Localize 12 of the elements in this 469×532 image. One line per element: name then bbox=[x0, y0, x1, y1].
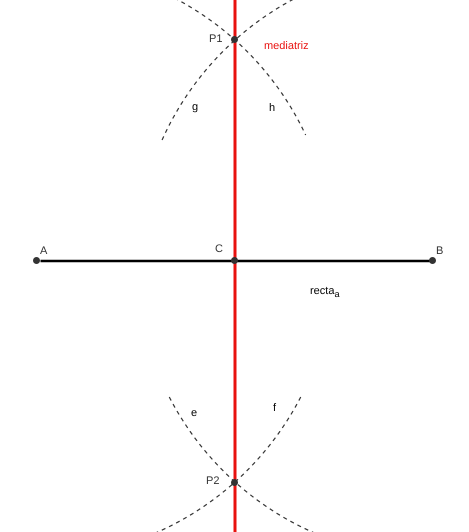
arc-label: g bbox=[192, 101, 198, 114]
line-name: mediatriz bbox=[264, 40, 309, 53]
point-label: P1 bbox=[209, 33, 222, 46]
line-label: recta$_{a}$ bbox=[310, 285, 340, 302]
line-segment bbox=[40, 260, 430, 262]
point-label: A bbox=[40, 245, 48, 258]
point-label: B bbox=[436, 245, 444, 258]
point-label: P2 bbox=[206, 475, 220, 488]
arc-label: f bbox=[273, 402, 276, 415]
point-label: C bbox=[215, 243, 223, 256]
arc-label: e bbox=[191, 407, 198, 420]
arc-label: h bbox=[269, 102, 276, 115]
